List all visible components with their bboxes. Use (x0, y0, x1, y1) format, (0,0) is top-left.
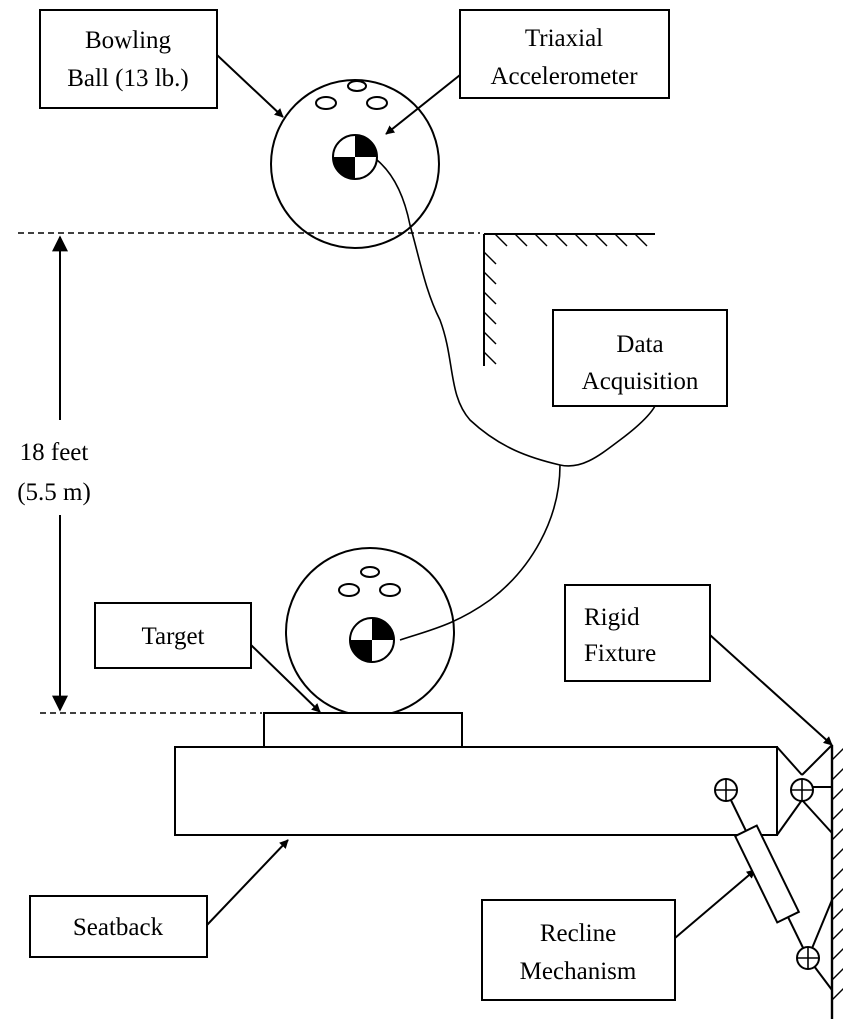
target-label-text: Target (141, 623, 204, 650)
height-label-line2: (5.5 m) (17, 479, 91, 506)
seatback (174, 746, 778, 836)
seatback-label-text: Seatback (73, 914, 164, 941)
rigid-fixture-label: Rigid Fixture (564, 584, 711, 682)
accelerometer-label-line1: Triaxial (525, 25, 603, 52)
data-acquisition-label-line1: Data (616, 331, 663, 358)
finger-hole (360, 566, 380, 578)
lower-bracket (807, 899, 833, 991)
recline-mechanism-label: Recline Mechanism (481, 899, 676, 1001)
recline-mechanism-label-line2: Mechanism (520, 958, 637, 985)
accelerometer-leader-arrow (385, 74, 461, 135)
target-label: Target (94, 602, 252, 669)
bowling-ball-bottom (285, 547, 455, 717)
recline-leader-arrow (674, 869, 756, 939)
finger-hole (338, 583, 360, 597)
pivot-lower (796, 946, 820, 970)
sensor-cable (376, 159, 656, 467)
bowling-ball-top (270, 79, 440, 249)
target-leader-arrow (250, 644, 321, 713)
finger-hole (347, 80, 367, 92)
bowling-ball-leader-arrow (216, 54, 284, 118)
rigid-fixture-wall (830, 745, 843, 1019)
data-acquisition-label-line2: Acquisition (582, 368, 699, 395)
rigid-fixture-label-line1: Rigid (584, 604, 640, 631)
rigid-fixture-leader-arrow (709, 634, 833, 746)
bowling-ball-label: Bowling Ball (13 lb.) (39, 9, 218, 109)
recline-link (725, 789, 809, 959)
sensor-cable-lower (399, 464, 561, 641)
finger-hole (315, 96, 337, 110)
accelerometer-target-mark (349, 617, 395, 663)
seatback-leader-arrow (206, 839, 289, 926)
thumb-hole (366, 96, 388, 110)
accelerometer-label: Triaxial Accelerometer (459, 9, 670, 99)
bowling-ball-label-line1: Bowling (85, 27, 172, 54)
height-label-line1: 18 feet (20, 439, 89, 466)
recline-mechanism-label-line1: Recline (540, 920, 616, 947)
thumb-hole (379, 583, 401, 597)
accelerometer-target-mark (332, 134, 378, 180)
target-block (263, 712, 463, 748)
bowling-ball-label-line2: Ball (13 lb.) (67, 65, 189, 92)
rigid-fixture-label-line2: Fixture (584, 640, 656, 667)
seatback-label: Seatback (29, 895, 208, 958)
pivot-upper-left (714, 778, 738, 802)
pivot-upper-right (790, 778, 814, 802)
data-acquisition-label: Data Acquisition (552, 309, 728, 407)
accelerometer-label-line2: Accelerometer (490, 63, 638, 90)
drop-ledge (483, 233, 655, 366)
